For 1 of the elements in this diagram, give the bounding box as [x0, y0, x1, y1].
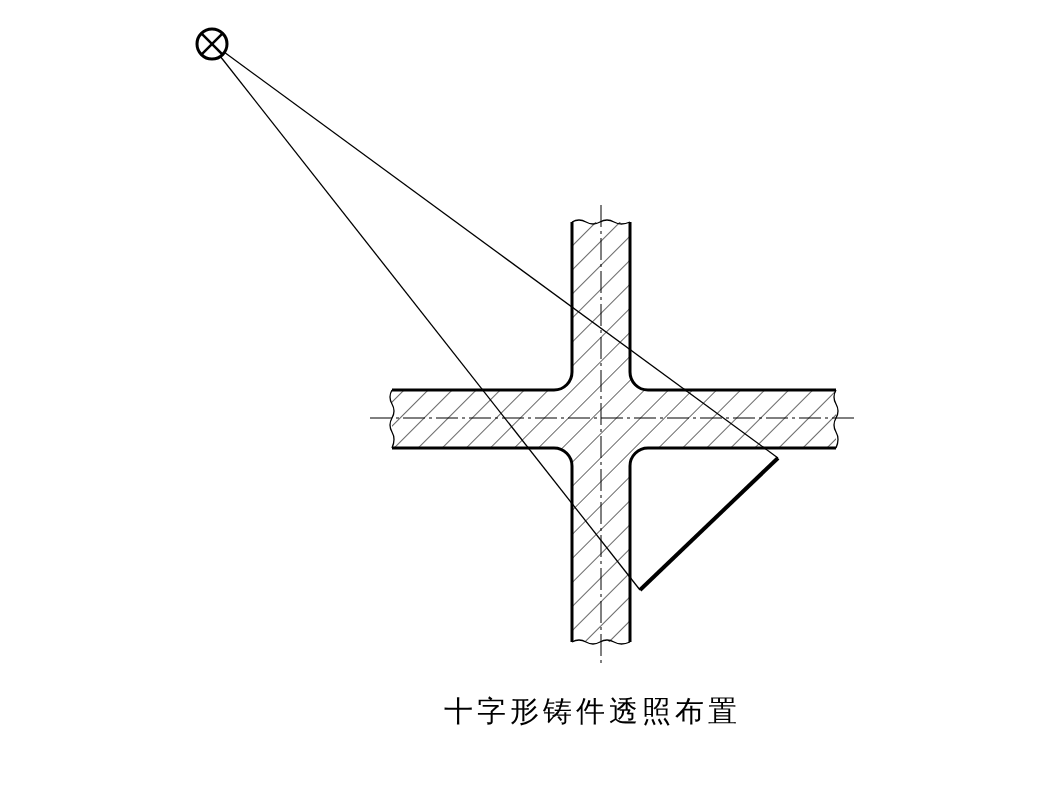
caption: 十字形铸件透照布置 — [442, 693, 742, 730]
